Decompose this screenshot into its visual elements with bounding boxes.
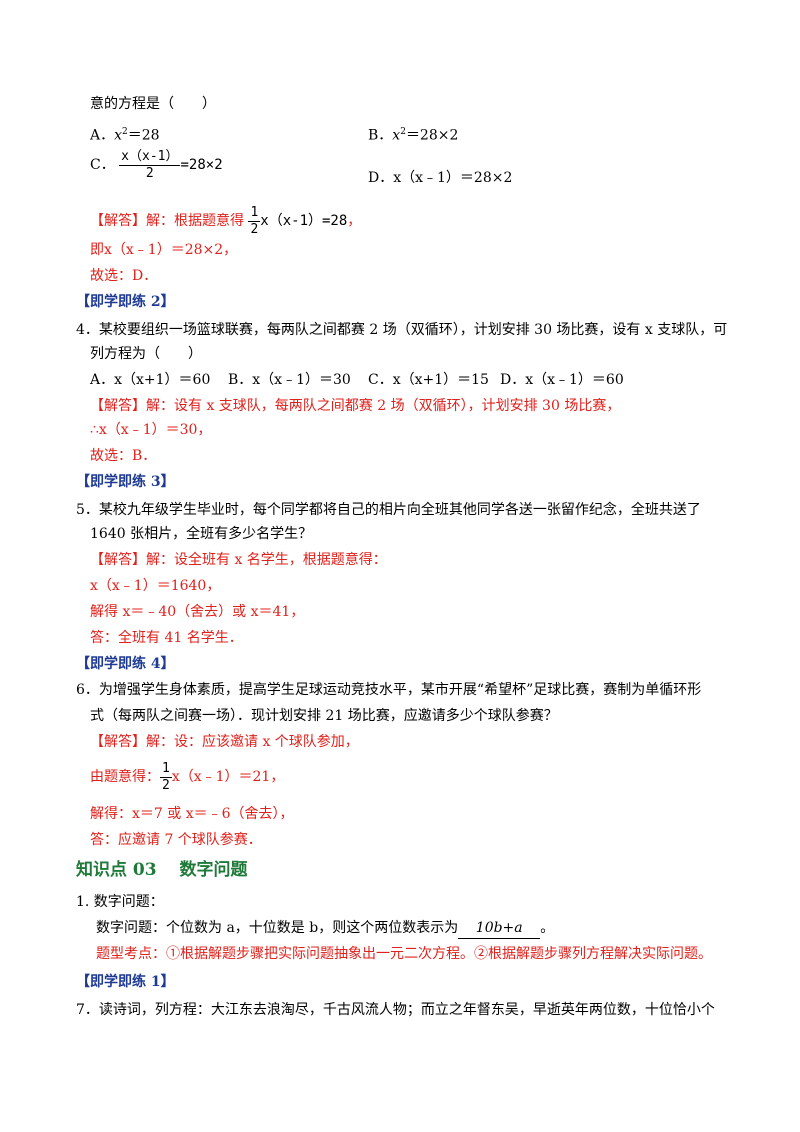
answer-expression: x（x-1）=28: [260, 213, 348, 229]
q6-answer-line2: 由题意得： 1 2 x（x﹣1）＝21，: [90, 760, 284, 794]
q3-option-c: C． x（x-1） 2 =28×2: [90, 148, 223, 182]
q4-option-b: B．x（x﹣1）＝30: [228, 372, 351, 388]
fraction-numerator: 1: [248, 204, 261, 222]
q4-option-c: C．x（x+1）＝15: [368, 372, 489, 388]
answer-rest: x（x﹣1）＝21，: [171, 769, 285, 785]
description-suffix: 。: [540, 920, 555, 936]
section-title: 知识点 03 数字问题: [76, 860, 248, 880]
option-b-rest: ＝28×2: [405, 127, 459, 144]
section-item-1: 1. 数字问题：: [76, 894, 164, 910]
option-b-var: x: [392, 127, 401, 144]
q6-line1: 6．为增强学生身体素质，提高学生足球运动竞技水平，某市开展“希望杯”足球比赛，赛…: [76, 682, 702, 698]
drill-header-3: 【即学即练 3】: [76, 474, 175, 490]
q5-answer-line2: x（x﹣1）＝1640，: [90, 578, 221, 594]
q6-answer-line1: 【解答】解：设：应该邀请 x 个球队参加，: [90, 734, 359, 750]
drill-header-2: 【即学即练 2】: [76, 294, 175, 310]
answer-text: 解：根据题意得: [146, 213, 244, 229]
q4-line2: 列方程为（ ）: [90, 346, 202, 362]
q3-answer: 【解答】解：根据题意得 1 2 x（x-1）=28，: [90, 204, 361, 238]
option-a-var: x: [114, 127, 123, 144]
q3-stem: 意的方程是（ ）: [90, 96, 216, 112]
q3-answer-line2: 即x（x﹣1）＝28×2，: [90, 242, 238, 258]
q6-answer-line4: 答：应邀请 7 个球队参赛．: [90, 832, 262, 848]
q4-option-a: A．x（x+1）＝60: [90, 372, 211, 388]
q5-answer-line4: 答：全班有 41 名学生．: [90, 630, 243, 646]
q5-line2: 1640 张相片，全班有多少名学生？: [90, 526, 313, 542]
q4-answer-line3: 故选：B．: [90, 448, 157, 464]
q4-answer-line1: 【解答】解：设有 x 支球队，每两队之间都赛 2 场（双循环），计划安排 30 …: [90, 398, 621, 414]
q4-option-d: D．x（x﹣1）＝60: [500, 372, 624, 388]
option-c-fraction: x（x-1） 2: [119, 148, 181, 182]
fraction-denominator: 2: [162, 777, 170, 793]
q6-answer-line3: 解得：x＝7 或 x＝﹣6（舍去），: [90, 806, 294, 822]
q3-option-d: D．x（x﹣1）＝28×2: [368, 170, 513, 186]
fraction-numerator: 1: [160, 760, 172, 778]
q5-answer-line1: 【解答】解：设全班有 x 名学生，根据题意得：: [90, 552, 387, 568]
q3-answer-line3: 故选：D．: [90, 268, 158, 284]
q3-option-a: A．x2＝28: [90, 122, 160, 146]
option-c-label: C．: [90, 157, 115, 173]
section-hint: 题型考点：①根据解题步骤把实际问题抽象出一元二次方程。②根据解题步骤列方程解决实…: [96, 946, 712, 962]
drill-header-1: 【即学即练 1】: [76, 974, 175, 990]
fraction-denominator: 2: [250, 221, 259, 237]
option-b-exponent: 2: [400, 127, 406, 137]
answer-prefix: 由题意得：: [90, 769, 160, 785]
answer-tag: 【解答】: [90, 213, 146, 229]
q3-option-b: B．x2＝28×2: [368, 122, 458, 146]
option-a-rest: ＝28: [127, 127, 160, 144]
drill-header-4: 【即学即练 4】: [76, 656, 175, 672]
q4-line1: 4．某校要组织一场篮球联赛，每两队之间都赛 2 场（双循环），计划安排 30 场…: [76, 322, 728, 338]
answer-fraction: 1 2: [160, 761, 172, 794]
q5-line1: 5．某校九年级学生毕业时，每个同学都将自己的相片向全班其他同学各送一张留作纪念，…: [76, 502, 701, 518]
option-a-label: A．: [90, 127, 115, 144]
q7-line1: 7．读诗词，列方程：大江东去浪淘尽，千古风流人物；而立之年督东吴，早逝英年两位数…: [76, 1002, 715, 1018]
option-c-rest: =28×2: [180, 157, 223, 173]
option-a-exponent: 2: [122, 127, 128, 137]
answer-fraction: 1 2: [248, 204, 261, 238]
q5-answer-line3: 解得 x＝﹣40（舍去）或 x＝41，: [90, 604, 305, 620]
option-b-label: B．: [368, 127, 393, 144]
description-answer: 10b+a: [458, 918, 541, 939]
q4-answer-line2: ∴x（x﹣1）＝30，: [90, 422, 212, 438]
q6-line2: 式（每两队之间赛一场）．现计划安排 21 场比赛，应邀请多少个球队参赛？: [90, 708, 558, 724]
answer-comma: ，: [347, 213, 362, 229]
fraction-numerator: x（x-1）: [119, 148, 181, 166]
fraction-denominator: 2: [145, 165, 154, 181]
description-text: 数字问题：个位数为 a，十位数是 b，则这个两位数表示为: [96, 920, 459, 936]
